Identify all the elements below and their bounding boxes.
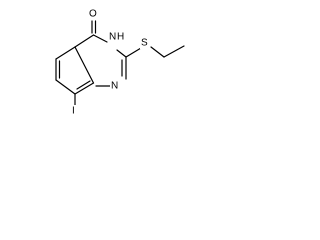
ring-nitrogen-mask	[110, 80, 121, 92]
oxygen-mask	[88, 8, 98, 20]
ring-nitrogen-label: N	[111, 81, 118, 92]
nh-n-label: N	[109, 32, 116, 43]
oxygen-label: O	[89, 9, 97, 20]
molecule-structure-diagram: O N H N S I	[55, 8, 185, 117]
bond-n3-c2	[116, 49, 127, 58]
bond-c8-c8a-inner	[76, 80, 91, 90]
iodine-mask	[71, 105, 79, 117]
iodine-label: I	[72, 106, 75, 117]
bond-c2-s	[125, 47, 142, 58]
sulfur-label: S	[141, 38, 148, 49]
bond-ch2-ch3	[163, 45, 185, 58]
bond-c7-c8	[74, 82, 95, 95]
bond-s-ch2	[150, 46, 165, 58]
sulfur-mask	[140, 37, 150, 49]
nh-h-label: H	[117, 32, 124, 43]
bond-c4-c4a	[74, 34, 95, 48]
atom-labels: O N H N S I	[71, 8, 150, 117]
bond-c4-n3	[92, 34, 108, 43]
bond-c4a-c5	[55, 46, 76, 60]
nh-mask	[109, 31, 125, 43]
bond-c8a-c4a	[74, 46, 95, 84]
bond-c6-c7	[55, 79, 76, 95]
